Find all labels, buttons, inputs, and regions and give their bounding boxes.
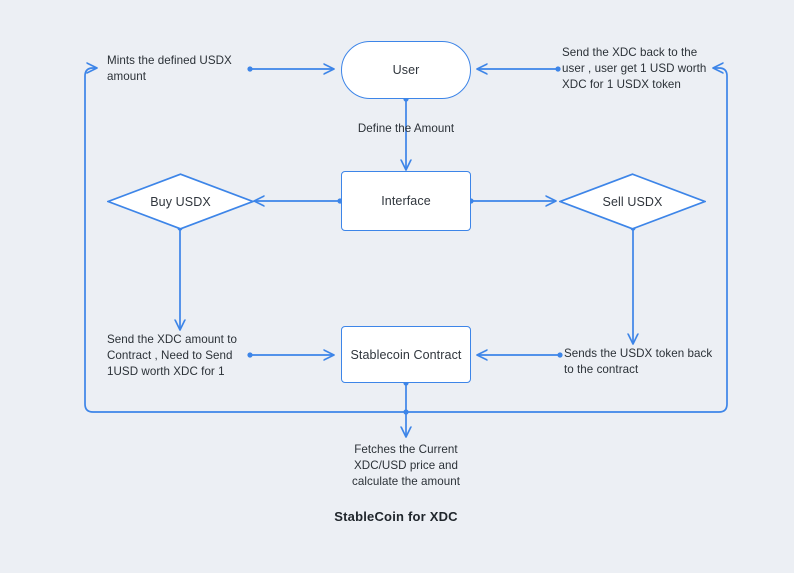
node-user[interactable]: User — [341, 41, 471, 99]
edge-sell-down — [630, 225, 635, 344]
label-fetches-current-price: Fetches the Current XDC/USD price and ca… — [352, 443, 460, 488]
label-send-xdc-amount: Send the XDC amount to Contract , Need t… — [107, 333, 237, 378]
diagram-title: StableCoin for XDC — [334, 509, 458, 524]
node-stablecoin-contract[interactable]: Stablecoin Contract — [341, 326, 471, 383]
node-interface-label: Interface — [381, 194, 431, 208]
node-buy-usdx[interactable]: Buy USDX — [107, 173, 254, 230]
bus-junction-dot — [403, 409, 409, 415]
node-user-label: User — [392, 63, 420, 77]
node-interface[interactable]: Interface — [341, 171, 471, 231]
label-send-xdc-back: Send the XDC back to the user , user get… — [562, 46, 707, 91]
node-sell-usdx[interactable]: Sell USDX — [559, 173, 706, 230]
label-sends-usdx-token-back: Sends the USDX token back to the contrac… — [564, 347, 713, 376]
edge-sendback-to-user — [477, 66, 561, 71]
edge-interface-to-buy — [254, 198, 343, 203]
diamond-shape-buy — [107, 173, 254, 230]
label-mints-defined-usdx: Mints the defined USDX amount — [107, 54, 232, 83]
node-buy-usdx-label: Buy USDX — [150, 194, 211, 209]
label-define-the-amount: Define the Amount — [357, 122, 455, 135]
diamond-shape-sell — [559, 173, 706, 230]
node-sell-usdx-label: Sell USDX — [602, 194, 663, 209]
node-stablecoin-contract-label: Stablecoin Contract — [350, 347, 462, 362]
edge-contract-to-fetches — [403, 380, 408, 437]
edge-interface-to-sell — [468, 198, 556, 203]
edge-sendsusdx-to-contract — [477, 352, 563, 357]
edge-sendxdc-to-contract — [247, 352, 334, 357]
edge-mints-to-user — [247, 66, 334, 71]
edge-buy-down — [177, 225, 182, 330]
